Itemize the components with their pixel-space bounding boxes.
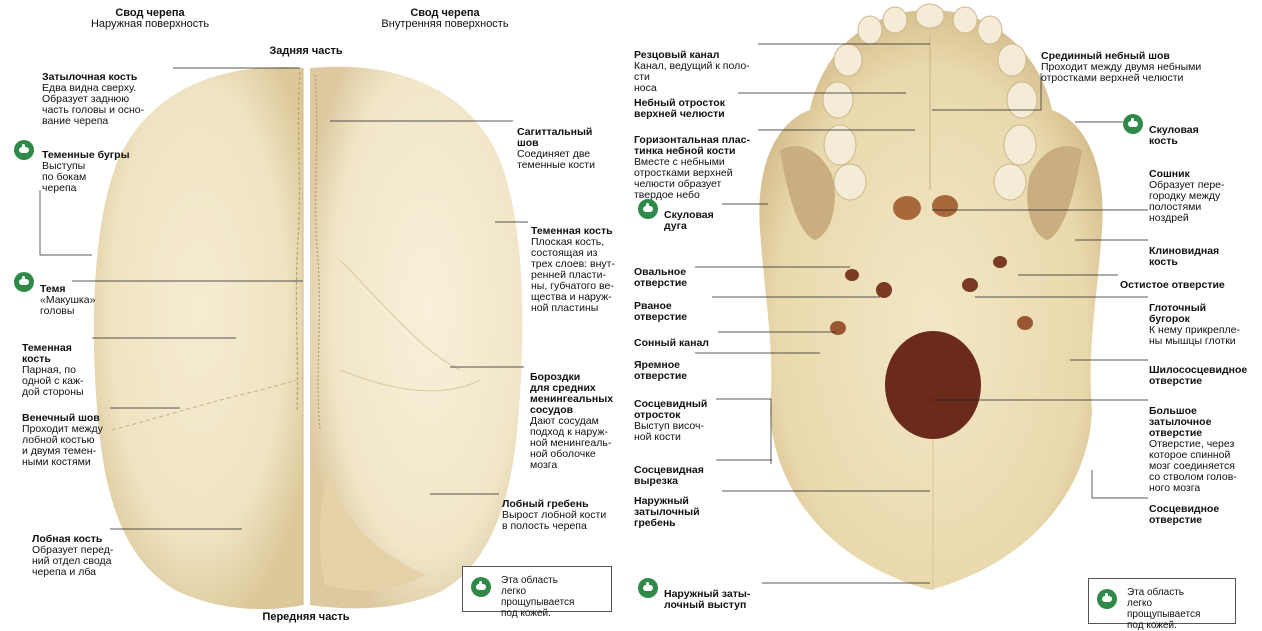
inner-vault-header: Свод черепа Внутренняя поверхность [375, 8, 515, 30]
palpable-icon [14, 140, 34, 160]
foramen-magnum [885, 331, 981, 439]
back-label: Задняя часть [250, 46, 362, 57]
palpable-icon [638, 578, 658, 598]
palpable-icon [638, 199, 658, 219]
label-mastoid-foramen: Сосцевидное отверстие [1149, 493, 1219, 537]
label-zygomatic-arch: Скуловая дуга [664, 199, 714, 243]
palpable-note-left: Эта область легко прощупывается под коже… [462, 566, 612, 612]
label-external-occipital-crest: Наружный затылочный гребень [634, 485, 700, 540]
palpable-note-right: Эта область легко прощупывается под коже… [1088, 578, 1236, 624]
label-meningeal-grooves: Бороздки для средних менингеальных сосуд… [530, 361, 613, 482]
label-external-occipital-protuberance: Наружный заты- лочный выступ [664, 578, 750, 622]
inner-vault-subtitle: Внутренняя поверхность [375, 19, 515, 30]
label-jugular-foramen: Яремное отверстие [634, 349, 687, 393]
skull-vault-inner [310, 67, 522, 609]
outer-vault-header: Свод черепа Наружная поверхность [80, 8, 220, 30]
label-vertex: Темя«Макушка» головы [40, 273, 95, 328]
outer-vault-subtitle: Наружная поверхность [80, 19, 220, 30]
palpable-icon [14, 272, 34, 292]
front-label: Передняя часть [246, 612, 366, 623]
label-stylomastoid-foramen: Шилососцевидное отверстие [1149, 354, 1247, 398]
palpable-icon [1097, 589, 1117, 609]
palpable-icon [471, 577, 491, 597]
label-zygomatic-bone: Скуловая кость [1149, 114, 1199, 158]
palpable-icon [1123, 114, 1143, 134]
